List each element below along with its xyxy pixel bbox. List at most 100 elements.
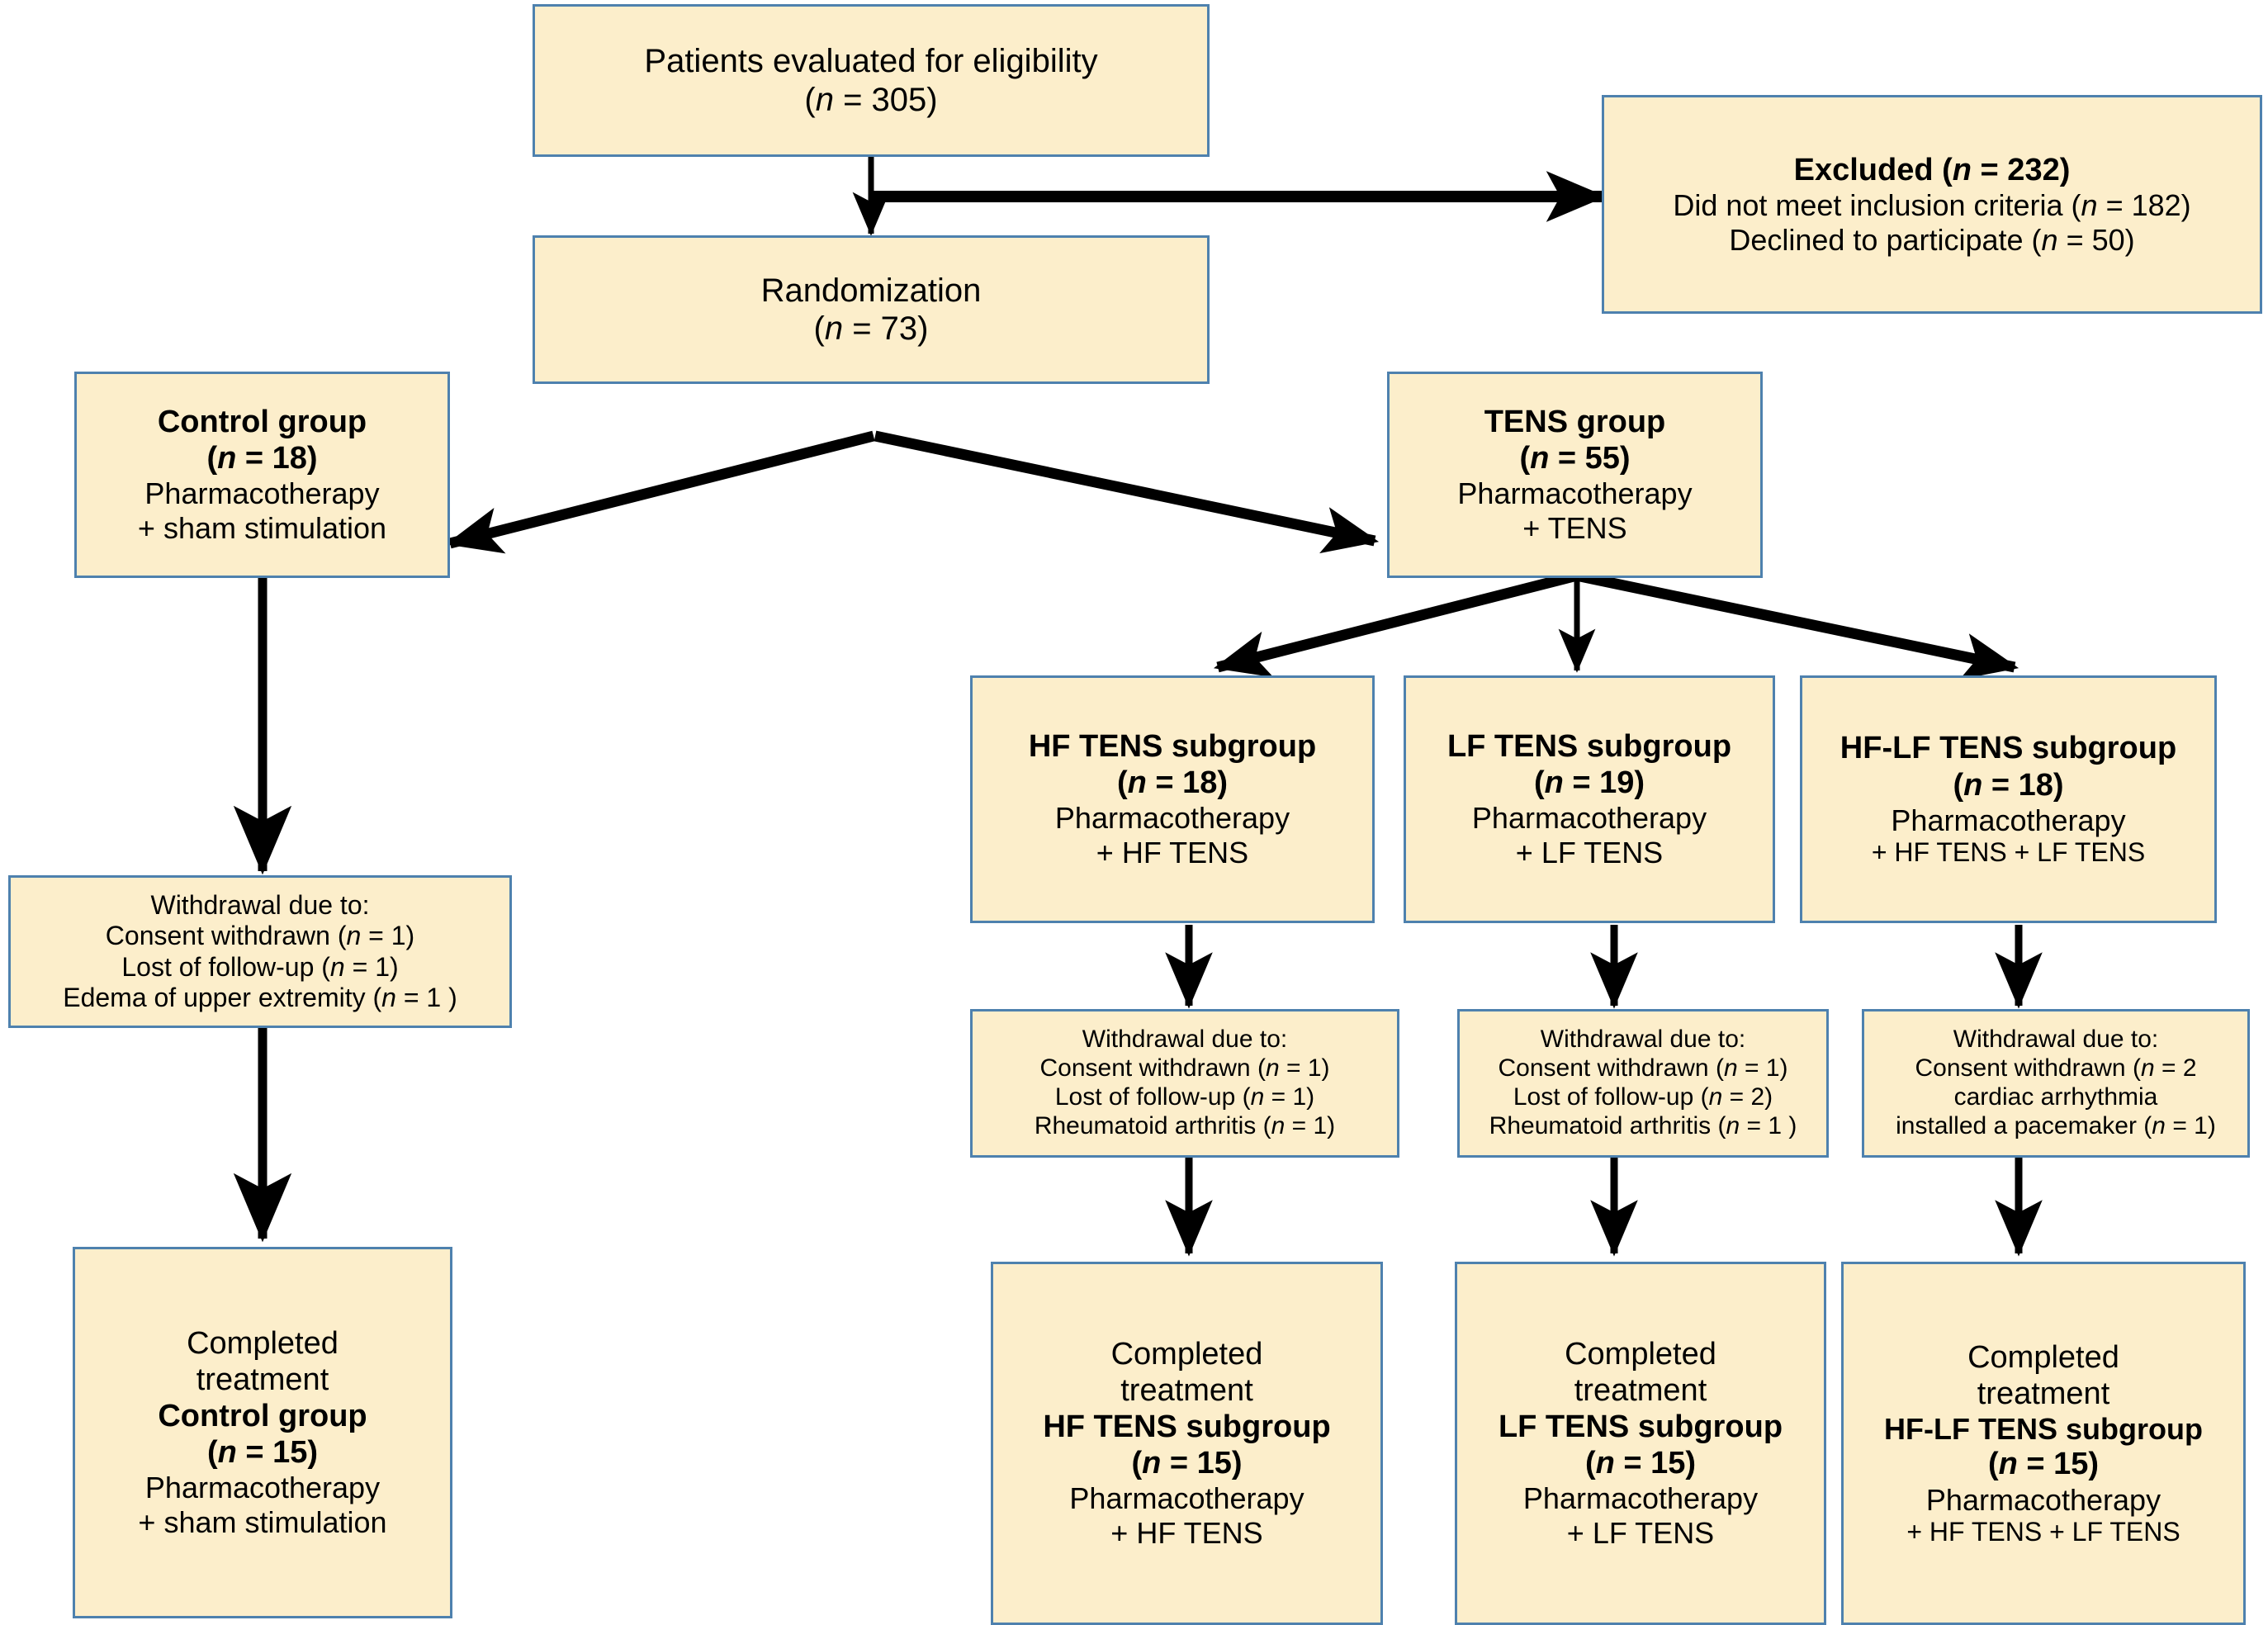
- n-value: = 2: [2154, 1054, 2197, 1083]
- control-group-line-4: + sham stimulation: [137, 511, 387, 546]
- arrow-randomization-to-control: [445, 430, 875, 554]
- node-lf-tens-subgroup[interactable]: LF TENS subgroup (n = 19) Pharmacotherap…: [1404, 675, 1775, 923]
- reason-label: Rheumatoid arthritis (: [1034, 1111, 1271, 1139]
- paren-open: (: [206, 441, 218, 476]
- lf-withdrawal-line-3: Lost of follow-up (n = 2): [1466, 1083, 1820, 1112]
- hf-withdrawal-line-3: Lost of follow-up (n = 1): [979, 1083, 1390, 1112]
- n-italic: n: [1265, 1054, 1280, 1083]
- n-italic: n: [217, 1435, 237, 1471]
- n-italic: n: [815, 81, 834, 118]
- hflf-withdrawal-line-3: cardiac arrhythmia: [1953, 1083, 2158, 1111]
- control-withdrawal-line-4: Edema of upper extremity (n = 1 ): [17, 983, 503, 1013]
- randomization-line-2: (n = 73): [542, 310, 1200, 348]
- paren-open: (: [1533, 765, 1545, 801]
- hf-completed-line-5: Pharmacotherapy: [1069, 1481, 1304, 1516]
- n-value: = 15): [2017, 1447, 2100, 1482]
- node-hflf-withdrawal[interactable]: Withdrawal due to: Consent withdrawn (n …: [1862, 1009, 2250, 1158]
- n-italic: n: [1271, 1111, 1286, 1139]
- control-completed-line-2: treatment: [196, 1362, 329, 1398]
- reason-label: installed a pacemaker (: [1896, 1111, 2152, 1139]
- hflf-subgroup-title: HF-LF TENS subgroup: [1839, 731, 2177, 766]
- n-value: = 1): [361, 921, 415, 951]
- hf-withdrawal-line-1: Withdrawal due to:: [1082, 1026, 1288, 1054]
- n-value: = 1 ): [395, 982, 457, 1012]
- n-italic: n: [1952, 152, 1972, 187]
- tens-group-title: TENS group: [1484, 405, 1666, 440]
- tens-group-line-4: + TENS: [1522, 511, 1627, 546]
- paren-open: (: [1116, 765, 1128, 801]
- node-eligibility[interactable]: Patients evaluated for eligibility (n = …: [533, 4, 1210, 157]
- control-withdrawal-line-2: Consent withdrawn (n = 1): [17, 921, 503, 951]
- node-hf-tens-subgroup[interactable]: HF TENS subgroup (n = 18) Pharmacotherap…: [970, 675, 1375, 923]
- lf-withdrawal-line-2: Consent withdrawn (n = 1): [1466, 1054, 1820, 1083]
- randomization-line-1: Randomization: [760, 272, 982, 309]
- hf-completed-n: (n = 15): [1000, 1445, 1374, 1481]
- n-value: = 182): [2097, 187, 2191, 222]
- n-value: = 18): [1982, 767, 2064, 803]
- hf-withdrawal-line-2: Consent withdrawn (n = 1): [979, 1054, 1390, 1083]
- reason-label: Edema of upper extremity (: [63, 982, 382, 1012]
- reason-label: Consent withdrawn (: [105, 921, 347, 951]
- arrow-tens-to-hf-subgroup: [1213, 571, 1575, 678]
- hf-subgroup-line-4: + HF TENS: [1096, 836, 1249, 870]
- hf-completed-title: HF TENS subgroup: [1043, 1409, 1331, 1445]
- lf-withdrawal-line-4: Rheumatoid arthritis (n = 1 ): [1466, 1112, 1820, 1141]
- node-tens-group[interactable]: TENS group (n = 55) Pharmacotherapy + TE…: [1387, 372, 1763, 578]
- n-italic: n: [329, 951, 345, 982]
- n-italic: n: [1142, 1446, 1162, 1481]
- n-italic: n: [2041, 222, 2058, 257]
- control-withdrawal-line-1: Withdrawal due to:: [150, 890, 370, 921]
- n-italic: n: [1708, 1083, 1723, 1111]
- reason-label: Lost of follow-up (: [1054, 1083, 1251, 1111]
- lf-completed-line-2: treatment: [1574, 1373, 1707, 1409]
- paren-open: (: [1987, 1447, 1999, 1482]
- hflf-completed-n: (n = 15): [1850, 1446, 2237, 1482]
- lf-subgroup-n: (n = 19): [1413, 765, 1766, 801]
- lf-subgroup-line-4: + LF TENS: [1515, 836, 1664, 870]
- paren-open: (: [813, 310, 825, 347]
- hf-completed-line-1: Completed: [1110, 1337, 1263, 1372]
- node-hf-withdrawal[interactable]: Withdrawal due to: Consent withdrawn (n …: [970, 1009, 1399, 1158]
- hflf-completed-line-6: + HF TENS + LF TENS: [1906, 1517, 2180, 1547]
- node-lf-completed[interactable]: Completed treatment LF TENS subgroup (n …: [1455, 1262, 1826, 1625]
- control-group-title: Control group: [157, 405, 367, 440]
- control-withdrawal-line-3: Lost of follow-up (n = 1): [17, 952, 503, 983]
- n-italic: n: [217, 441, 237, 476]
- node-hf-completed[interactable]: Completed treatment HF TENS subgroup (n …: [991, 1262, 1383, 1625]
- n-value: = 2): [1722, 1083, 1773, 1111]
- n-italic: n: [1544, 765, 1564, 801]
- hflf-completed-line-1: Completed: [1967, 1339, 2119, 1375]
- lf-completed-line-6: + LF TENS: [1566, 1516, 1715, 1551]
- n-value: = 1): [1737, 1054, 1788, 1083]
- hf-withdrawal-line-4: Rheumatoid arthritis (n = 1): [979, 1112, 1390, 1141]
- hf-subgroup-line-3: Pharmacotherapy: [1054, 801, 1290, 836]
- n-italic: n: [346, 921, 362, 951]
- hf-completed-line-2: treatment: [1120, 1373, 1253, 1409]
- n-italic: n: [2140, 1054, 2155, 1083]
- hflf-subgroup-line-3: Pharmacotherapy: [1891, 803, 2126, 837]
- lf-completed-line-1: Completed: [1565, 1337, 1716, 1372]
- node-excluded[interactable]: Excluded (n = 232) Did not meet inclusio…: [1602, 95, 2262, 314]
- excluded-line-3: Declined to participate (n = 50): [1611, 223, 2253, 258]
- reason-label: Consent withdrawn (: [1915, 1054, 2141, 1083]
- reason-label: Lost of follow-up (: [121, 951, 330, 982]
- n-value: = 50): [2057, 222, 2135, 257]
- reason-label: Consent withdrawn (: [1498, 1054, 1724, 1083]
- n-italic: n: [1595, 1446, 1615, 1481]
- excluded-line-2: Did not meet inclusion criteria (n = 182…: [1611, 188, 2253, 223]
- reason-label: Rheumatoid arthritis (: [1489, 1111, 1726, 1139]
- node-hflf-tens-subgroup[interactable]: HF-LF TENS subgroup (n = 18) Pharmacothe…: [1800, 675, 2217, 923]
- paren-open: (: [1131, 1446, 1143, 1481]
- lf-subgroup-line-3: Pharmacotherapy: [1471, 801, 1707, 836]
- node-control-completed[interactable]: Completed treatment Control group (n = 1…: [73, 1247, 452, 1618]
- node-control-group[interactable]: Control group (n = 18) Pharmacotherapy +…: [74, 372, 450, 578]
- node-hflf-completed[interactable]: Completed treatment HF-LF TENS subgroup …: [1841, 1262, 2246, 1625]
- n-italic: n: [1998, 1447, 2018, 1482]
- node-lf-withdrawal[interactable]: Withdrawal due to: Consent withdrawn (n …: [1457, 1009, 1829, 1158]
- node-control-withdrawal[interactable]: Withdrawal due to: Consent withdrawn (n …: [8, 875, 512, 1028]
- node-randomization[interactable]: Randomization (n = 73): [533, 235, 1210, 384]
- hflf-withdrawal-line-4: installed a pacemaker (n = 1): [1871, 1112, 2241, 1141]
- arrow-tens-to-hflf-subgroup: [1579, 571, 2019, 680]
- n-italic: n: [1726, 1111, 1740, 1139]
- n-value: = 15): [236, 1435, 319, 1471]
